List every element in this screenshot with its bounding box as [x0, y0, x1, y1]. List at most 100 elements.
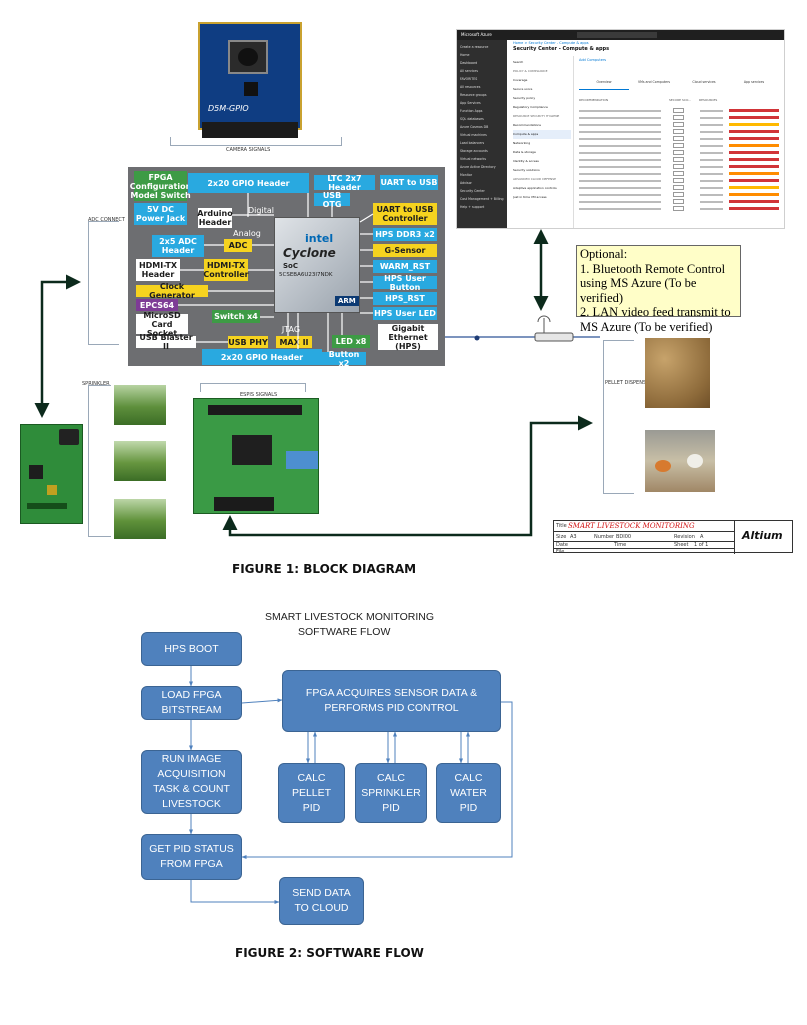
azure-nav-item[interactable]: App Services	[460, 101, 481, 105]
azure-nav-item[interactable]: Dashboard	[460, 61, 478, 65]
uart-usb-block: UART to USB	[380, 175, 438, 190]
azure-menu-item[interactable]: Coverage	[513, 78, 528, 82]
azure-menu-item[interactable]: RESOURCE SECURITY HYGIENE	[513, 114, 560, 118]
azure-nav-item[interactable]: Home	[460, 53, 470, 57]
azure-menu-item[interactable]: Search	[513, 60, 524, 64]
azure-table-row[interactable]	[579, 143, 779, 148]
azure-table-row[interactable]	[579, 185, 779, 190]
azure-tab[interactable]: App services	[743, 80, 765, 84]
adc-connect-label: ADC CONNECT	[88, 217, 125, 223]
sprinkler-driver-board	[20, 424, 83, 524]
tb-sheet-label: Sheet	[674, 542, 689, 548]
azure-nav-item[interactable]: All resources	[460, 85, 481, 89]
azure-nav-item[interactable]: FAVORITES	[460, 77, 478, 81]
chip-soc: SoC	[283, 262, 298, 270]
azure-menu-item[interactable]: Adaptive application controls	[513, 186, 557, 190]
azure-table-header: RECOMMENDATION SECURE SCO... RESOURCES	[579, 98, 718, 102]
azure-menu-item[interactable]: Regulatory Compliance	[513, 105, 548, 109]
azure-nav-item[interactable]: Advisor	[460, 181, 472, 185]
flow-title-line2: SOFTWARE FLOW	[298, 626, 391, 638]
azure-nav-item[interactable]: Virtual networks	[460, 157, 487, 161]
jtag-label: JTAG	[281, 324, 301, 334]
azure-nav-item[interactable]: Load balancers	[460, 141, 485, 145]
azure-menu-item[interactable]: Security policy	[513, 96, 536, 100]
g-sensor-block: G-Sensor	[373, 244, 437, 257]
azure-menu-item[interactable]: ADVANCED CLOUD DEFENSE	[513, 177, 557, 181]
tb-revision: A	[700, 534, 704, 540]
azure-menu-item[interactable]: POLICY & COMPLIANCE	[513, 69, 548, 73]
azure-menu-item[interactable]: Data & storage	[513, 150, 536, 154]
gigabit-ethernet-block: Gigabit Ethernet (HPS)	[378, 324, 438, 351]
azure-menu-item[interactable]: Secure score	[513, 87, 533, 91]
azure-nav-item[interactable]: Cost Management + Billing	[460, 197, 504, 201]
camera-signals-label: CAMERA SIGNALS	[226, 147, 271, 153]
azure-brand: Microsoft Azure	[461, 32, 492, 37]
azure-nav-item[interactable]: SQL databases	[460, 117, 484, 121]
azure-menu-item[interactable]: Just in time VM access	[513, 195, 547, 199]
azure-table-row[interactable]	[579, 136, 779, 141]
azure-nav-item[interactable]: Security Center	[460, 189, 485, 193]
azure-nav-item[interactable]: Virtual machines	[460, 133, 487, 137]
chip-brand: intel	[305, 232, 334, 245]
azure-table-row[interactable]	[579, 115, 779, 120]
hps-button-block: HPS User Button	[373, 274, 437, 292]
azure-nav-item[interactable]: Azure Cosmos DB	[460, 125, 489, 129]
power-jack-block: 5V DC Power Jack	[134, 203, 187, 225]
pellet-photo	[645, 338, 710, 408]
azure-tab[interactable]: Cloud services	[692, 80, 716, 84]
azure-table-row[interactable]	[579, 164, 779, 169]
azure-nav-item[interactable]: Function Apps	[460, 109, 483, 113]
azure-nav-item[interactable]: Monitor	[460, 173, 473, 177]
analog-label: Analog	[233, 228, 261, 238]
azure-table-row[interactable]	[579, 157, 779, 162]
adc-bracket	[88, 221, 119, 345]
arduino-header-block: Arduino Header	[197, 208, 233, 228]
warm-rst-block: WARM_RST	[373, 260, 437, 273]
epcs64-block: EPCS64	[136, 299, 178, 311]
azure-table-row[interactable]	[579, 206, 779, 211]
azure-table-row[interactable]	[579, 122, 779, 127]
azure-table-row[interactable]	[579, 150, 779, 155]
hps-led-block: HPS User LED	[373, 307, 437, 320]
azure-tab[interactable]: VMs and Computers	[637, 80, 671, 84]
usb-blaster-block: USB Blaster II	[136, 333, 196, 351]
azure-menu-item[interactable]: Recommendations	[513, 123, 541, 127]
wifi-router-icon	[534, 315, 574, 342]
azure-table-row[interactable]	[579, 129, 779, 134]
azure-menu-item[interactable]: Security solutions	[513, 168, 540, 172]
schematic-title-block: Title SMART LIVESTOCK MONITORING Size A3…	[553, 520, 793, 555]
optional-note-line2: 1. Bluetooth Remote Control using MS Azu…	[580, 261, 726, 305]
azure-nav-item[interactable]: Help + support	[460, 205, 485, 209]
azure-nav-item[interactable]: All services	[460, 69, 479, 73]
azure-tab[interactable]: Overview	[579, 66, 629, 90]
hdmi-header-block: HDMI-TX Header	[136, 259, 180, 281]
gpio-header-top: 2x20 GPIO Header	[188, 173, 309, 193]
tb-size-label: Size	[556, 534, 567, 540]
azure-nav-item[interactable]: Create a resource	[460, 45, 489, 49]
camera-module: D5M-GPIO	[198, 22, 302, 138]
azure-table-row[interactable]	[579, 178, 779, 183]
fpga-acquires-box: FPGA ACQUIRES SENSOR DATA & PERFORMS PID…	[282, 670, 501, 732]
uart-usb-controller-block: UART to USB Controller	[373, 203, 437, 225]
azure-menu-item[interactable]: Compute & apps	[513, 130, 571, 139]
adc-header-block: 2x5 ADC Header	[152, 235, 204, 257]
tb-file-label: File	[556, 549, 565, 555]
azure-add-button[interactable]: Add Computers	[579, 58, 607, 62]
azure-table-row[interactable]	[579, 192, 779, 197]
max-ii-block: MAX II	[276, 336, 312, 348]
clock-generator-block: Clock Generator	[136, 282, 208, 300]
ltc-header-block: LTC 2x7 Header	[314, 174, 375, 192]
azure-search[interactable]	[577, 32, 657, 38]
azure-table-row[interactable]	[579, 171, 779, 176]
azure-menu-item[interactable]: Identity & access	[513, 159, 539, 163]
cyclone-chip: intel Cyclone SoC 5CSEBA6U23I7NDK ARM	[274, 217, 360, 313]
azure-nav-item[interactable]: Resource groups	[460, 93, 487, 97]
azure-nav-item[interactable]: Storage accounts	[460, 149, 488, 153]
azure-menu-item[interactable]: Networking	[513, 141, 531, 145]
azure-table-row[interactable]	[579, 199, 779, 204]
azure-table-row[interactable]	[579, 108, 779, 113]
azure-nav-item[interactable]: Azure Active Directory	[460, 165, 496, 169]
